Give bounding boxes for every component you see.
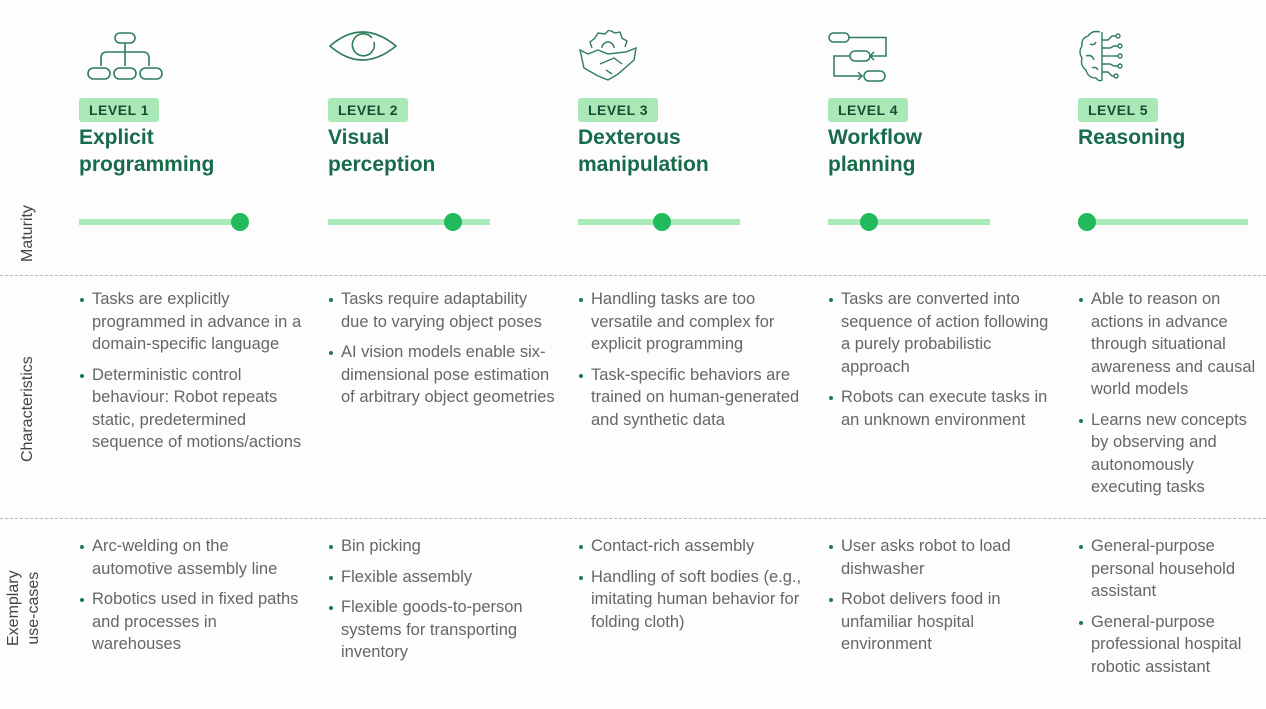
eye-icon xyxy=(328,30,418,86)
brain-circuit-icon xyxy=(1078,30,1168,86)
list-item: Learns new concepts by observing and aut… xyxy=(1078,409,1264,499)
list-item: Handling of soft bodies (e.g., imitating… xyxy=(578,566,806,634)
row-label-maturity-text: Maturity xyxy=(19,205,36,262)
maturity-track xyxy=(828,213,990,231)
level-title-line2: manipulation xyxy=(578,153,709,176)
characteristics-list: Tasks are converted into sequence of act… xyxy=(828,288,1056,439)
characteristics-list: Able to reason on actions in advance thr… xyxy=(1078,288,1264,507)
level-badge: LEVEL 1 xyxy=(79,98,160,122)
list-item: Tasks require adaptability due to varyin… xyxy=(328,288,556,333)
list-item: Tasks are explicitly programmed in advan… xyxy=(79,288,307,356)
level-title-line1: Visual xyxy=(328,126,390,149)
list-item: Robots can execute tasks in an unknown e… xyxy=(828,386,1056,431)
characteristics-list: Handling tasks are too versatile and com… xyxy=(578,288,806,439)
level-title-line1: Explicit xyxy=(79,126,154,149)
level-title-line2: planning xyxy=(828,153,916,176)
list-item: General-purpose personal household assis… xyxy=(1078,535,1264,603)
level-title-line1: Dexterous xyxy=(578,126,681,149)
list-item: Robotics used in fixed paths and process… xyxy=(79,588,307,656)
level-title-line2: perception xyxy=(328,153,436,176)
list-item: Task-specific behaviors are trained on h… xyxy=(578,364,806,432)
maturity-dot xyxy=(859,213,878,231)
level-title-line1: Reasoning xyxy=(1078,126,1186,149)
use-cases-list: General-purpose personal household assis… xyxy=(1078,535,1264,686)
maturity-track xyxy=(328,213,490,231)
list-item: Handling tasks are too versatile and com… xyxy=(578,288,806,356)
level-title-line1: Workflow xyxy=(828,126,923,149)
row-label-use-cases-line1: Exemplary xyxy=(5,570,22,646)
level-title: Visual perception xyxy=(328,124,568,178)
list-item: Contact-rich assembly xyxy=(578,535,806,558)
list-item: Deterministic control behaviour: Robot r… xyxy=(79,364,307,454)
maturity-dot xyxy=(1077,213,1096,231)
list-item: Arc-welding on the automotive assembly l… xyxy=(79,535,307,580)
list-item: Robot delivers food in unfamiliar hospit… xyxy=(828,588,1056,656)
row-label-maturity: Maturity xyxy=(18,205,38,262)
list-item: User asks robot to load dishwasher xyxy=(828,535,1056,580)
list-item: Flexible goods-to-person systems for tra… xyxy=(328,596,556,664)
row-label-characteristics: Characteristics xyxy=(18,356,38,462)
level-badge: LEVEL 5 xyxy=(1078,98,1159,122)
handshake-gear-icon xyxy=(578,29,668,86)
maturity-dot xyxy=(230,213,249,231)
hierarchy-icon xyxy=(79,30,169,86)
list-item: Bin picking xyxy=(328,535,556,558)
maturity-track xyxy=(578,213,740,231)
use-cases-list: Arc-welding on the automotive assembly l… xyxy=(79,535,307,664)
section-divider-characteristics xyxy=(0,518,1266,519)
characteristics-list: Tasks are explicitly programmed in advan… xyxy=(79,288,307,462)
level-badge: LEVEL 2 xyxy=(328,98,409,122)
row-label-use-cases-line2: use-cases xyxy=(25,571,42,645)
row-label-characteristics-text: Characteristics xyxy=(19,356,36,462)
row-label-use-cases: Exemplary use-cases xyxy=(4,570,44,646)
characteristics-list: Tasks require adaptability due to varyin… xyxy=(328,288,556,417)
list-item: Flexible assembly xyxy=(328,566,556,589)
list-item: Able to reason on actions in advance thr… xyxy=(1078,288,1264,401)
maturity-track xyxy=(79,213,249,231)
list-item: Tasks are converted into sequence of act… xyxy=(828,288,1056,378)
level-badge: LEVEL 4 xyxy=(828,98,909,122)
level-title: Workflow planning xyxy=(828,124,1068,178)
list-item: General-purpose professional hospital ro… xyxy=(1078,611,1264,679)
maturity-track xyxy=(1077,213,1248,231)
list-item: AI vision models enable six-dimensional … xyxy=(328,341,556,409)
maturity-dot xyxy=(443,213,462,231)
section-divider-maturity xyxy=(0,275,1266,276)
workflow-icon xyxy=(828,30,918,86)
level-title-line2: programming xyxy=(79,153,215,176)
level-title: Explicit programming xyxy=(79,124,319,178)
level-title: Reasoning xyxy=(1078,124,1266,151)
maturity-dot xyxy=(653,213,672,231)
level-badge: LEVEL 3 xyxy=(578,98,659,122)
level-title: Dexterous manipulation xyxy=(578,124,818,178)
